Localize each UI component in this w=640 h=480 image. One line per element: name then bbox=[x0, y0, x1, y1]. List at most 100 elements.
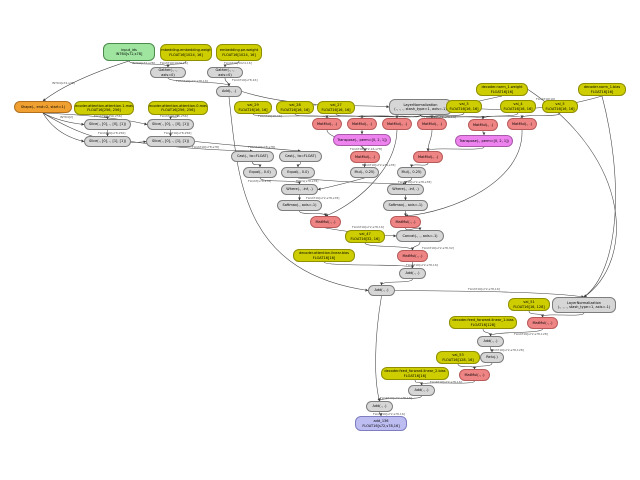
edge-slice2a-to-cast1 bbox=[130, 141, 253, 153]
edge-mask1-to-slice1a bbox=[103, 114, 109, 120]
node-val_27: val_27 FLOAT16[16, 16] bbox=[317, 101, 355, 114]
edge-add_ff2-to-add_final bbox=[378, 395, 422, 402]
edge-equal2-to-where2 bbox=[297, 177, 406, 186]
node-add_resid1: Add(., .) bbox=[368, 285, 395, 296]
node-slice1a: Slice(., [0], ., [0], [1]) bbox=[84, 119, 131, 130]
node-mm_k2: MatMul(., .) bbox=[468, 119, 498, 131]
edge-label: FLOAT16[s72,s78,16] bbox=[176, 79, 208, 83]
edge-input_ids-to-shape bbox=[42, 60, 130, 102]
edge-emb_weight-to-gather1 bbox=[166, 60, 187, 68]
edge-label: FLOAT16[1024,16] bbox=[224, 61, 252, 65]
edge-gather1-to-add_embed bbox=[167, 77, 231, 87]
edge-mm_s1-to-mul1 bbox=[363, 162, 367, 168]
edge-mm_av2-to-concat bbox=[405, 227, 422, 231]
edge-ff2_bias-to-add_ff2 bbox=[414, 379, 423, 386]
node-add_ff2: Add(., .) bbox=[408, 385, 435, 396]
edge-label: FLOAT16[s72,s78,16] bbox=[352, 225, 384, 229]
edge-label: FLOAT16[s78,256] bbox=[98, 131, 126, 135]
node-cast1: Cast(., to=FLOAT) bbox=[231, 151, 274, 162]
edge-label: FLOAT16[s72,s78,16] bbox=[424, 115, 456, 119]
node-softmax2: Softmax(., axis=-1) bbox=[383, 200, 428, 211]
edge-mm_v1-to-mm_av1 bbox=[325, 129, 398, 217]
edge-label: INT64[s72,s78] bbox=[132, 61, 155, 65]
node-cast2: Cast(., to=FLOAT) bbox=[279, 151, 322, 162]
edge-label: BOOL[s78,s78] bbox=[296, 179, 319, 183]
node-slice2b: Slice(., [0], ., [1], [1]) bbox=[146, 136, 195, 147]
node-shape: Shape(., end=2, start=1) bbox=[14, 101, 72, 113]
edge-label: FLOAT16[s72,s78,16] bbox=[430, 380, 462, 384]
edge-label: FLOAT16[s72,s78,128] bbox=[490, 348, 524, 352]
edge-layernorm1-to-mm_k1 bbox=[360, 114, 421, 119]
node-equal1: Equal(., 0.0) bbox=[243, 167, 277, 178]
edge-mul2-to-where2 bbox=[404, 177, 412, 185]
node-gather1: Gather(., ., axis=0) bbox=[150, 67, 186, 78]
node-softmax1: Softmax(., axis=-1) bbox=[277, 200, 322, 211]
node-mul1: Mul(., 0.25) bbox=[350, 167, 379, 178]
edge-val_3-to-mm_q2 bbox=[430, 112, 465, 119]
edge-label: INT64[2] bbox=[60, 115, 74, 119]
edge-layernorm1-to-mm_q1 bbox=[325, 114, 421, 119]
edge-mm_s2-to-mul2 bbox=[410, 162, 429, 168]
node-val_28: val_28 FLOAT16[16, 16] bbox=[276, 101, 314, 114]
node-mask1: decoder.attention.attention.1.mask FLOAT… bbox=[74, 101, 134, 115]
node-val_51: val_51 FLOAT16[16, 128] bbox=[508, 298, 550, 311]
node-mm_ff2: MatMul(., .) bbox=[459, 369, 490, 381]
node-equal2: Equal(., 0.0) bbox=[281, 167, 315, 178]
edge-slice2b-to-cast2 bbox=[194, 141, 301, 153]
node-norm1_weight: decoder.norm_1.weight FLOAT16[16] bbox=[476, 83, 528, 96]
node-mm_v2: MatMul(., .) bbox=[507, 118, 537, 130]
node-layernorm2: LayerNormalization (., ., ., stash_type=… bbox=[552, 297, 616, 313]
node-concat: Concat(., ., axis=-1) bbox=[396, 230, 444, 242]
edge-label: FLOAT16[s72,s78,s78] bbox=[306, 196, 340, 200]
node-val_4: val_4 FLOAT16[16, 16] bbox=[500, 100, 536, 113]
edge-val_51-to-mm_ff1 bbox=[528, 310, 544, 318]
edge-add_final-to-output bbox=[379, 411, 383, 417]
edge-cast2-to-equal2 bbox=[296, 161, 301, 168]
node-val_29: val_29 FLOAT16[16, 16] bbox=[234, 101, 272, 114]
node-where2: Where(., -inf, .) bbox=[387, 184, 424, 195]
node-add_attn_bias: Add(., .) bbox=[399, 268, 426, 279]
node-gather2: Gather(., ., axis=0) bbox=[207, 67, 243, 78]
edge-mask2-to-slice1b bbox=[169, 114, 179, 120]
edge-label: FLOAT16[s72,s78,16] bbox=[468, 287, 500, 291]
edge-label: FLOAT16[s78,s78] bbox=[248, 145, 276, 149]
edge-label: FLOAT16[256,256] bbox=[94, 114, 122, 118]
node-mm_av2: MatMul(., .) bbox=[390, 216, 421, 228]
node-val_47: val_47 FLOAT16[32, 16] bbox=[345, 230, 385, 243]
edge-transpose2-to-mm_s2 bbox=[426, 146, 485, 152]
edge-ff1_bias-to-add_ff1 bbox=[482, 328, 492, 337]
edge-add_attn_bias-to-add_resid1 bbox=[380, 278, 413, 286]
edge-mm_q2-to-mm_s2 bbox=[426, 129, 433, 152]
edge-label: FLOAT16[s72,s78,32] bbox=[422, 246, 454, 250]
node-mm_q1: MatMul(., .) bbox=[312, 118, 342, 130]
edge-concat-to-mm_out bbox=[411, 241, 421, 251]
edge-shape-to-slice2a bbox=[42, 112, 85, 143]
edge-norm1_bias-to-layernorm2 bbox=[583, 95, 616, 298]
edge-shape-to-slice1b bbox=[42, 112, 148, 126]
node-val_3: val_3 FLOAT16[16, 16] bbox=[446, 100, 482, 113]
edge-gather2-to-add_embed bbox=[224, 77, 231, 87]
node-slice2a: Slice(., [0], ., [1], [1]) bbox=[84, 136, 131, 147]
node-relu: Relu(.) bbox=[480, 352, 504, 363]
edge-cast1-to-equal1 bbox=[252, 161, 262, 168]
edge-add_resid1-to-add_final bbox=[375, 295, 382, 402]
edge-label: FLOAT16[s78,16] bbox=[232, 78, 258, 82]
edge-label: FLOAT16[s72,s78,16] bbox=[373, 412, 405, 416]
node-input_ids: input_ids INT64[s72,s78] bbox=[103, 43, 155, 61]
node-mm_v1: MatMul(., .) bbox=[382, 118, 412, 130]
edge-val_4-to-mm_k2 bbox=[481, 112, 519, 120]
edge-add_embed-to-add_resid1 bbox=[228, 96, 369, 292]
node-mm_k1: MatMul(., .) bbox=[347, 118, 377, 130]
edge-label: FLOAT16[s72,s78,128] bbox=[514, 332, 548, 336]
node-add_final: Add(., .) bbox=[366, 401, 393, 412]
node-slice1b: Slice(., [0], ., [0], [1]) bbox=[147, 119, 194, 130]
edge-val_5-to-mm_v2 bbox=[520, 112, 561, 119]
node-ff1_bias: decoder.feed_forward.linear_1.bias FLOAT… bbox=[449, 316, 517, 329]
node-norm1_bias: decoder.norm_1.bias FLOAT16[16] bbox=[578, 83, 626, 96]
edge-softmax1-to-mm_av1 bbox=[299, 210, 327, 217]
node-mm_out: MatMul(., .) bbox=[397, 250, 428, 262]
edge-equal1-to-where1 bbox=[259, 177, 301, 185]
node-mm_s1: MatMul(., .) bbox=[350, 151, 380, 163]
edge-label: FLOAT16[s72,s78,s78] bbox=[362, 163, 396, 167]
